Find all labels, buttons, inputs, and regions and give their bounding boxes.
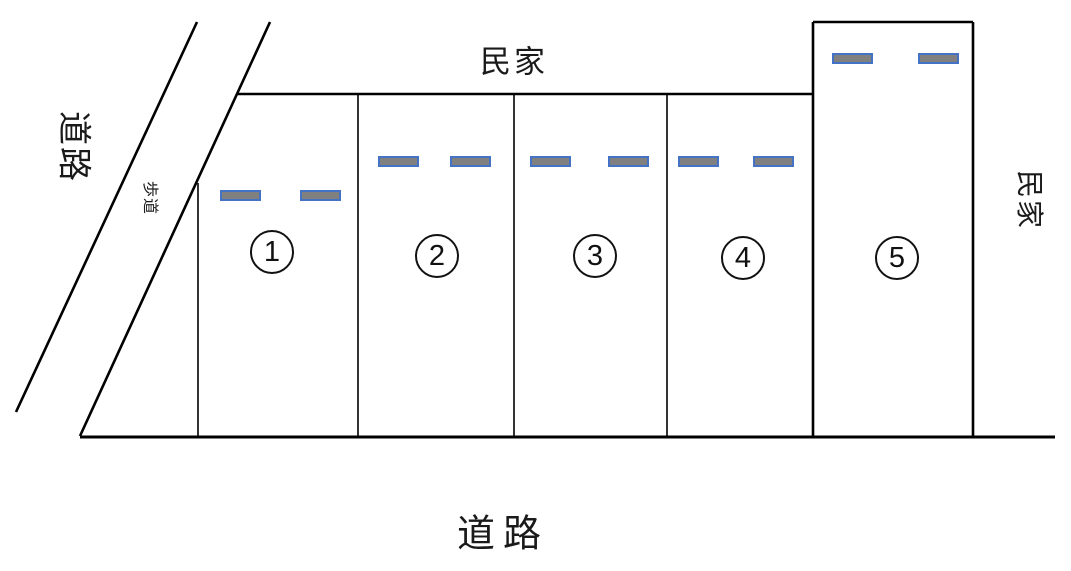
wheel-stop: [753, 156, 794, 167]
space-5-digit: 5: [888, 241, 906, 274]
space-2-number: 2: [415, 234, 459, 278]
wheel-stop: [530, 156, 571, 167]
wheel-stop: [450, 156, 491, 167]
road-left-label: 道路: [54, 111, 93, 183]
sidewalk-edge-line: [78, 21, 272, 437]
wheel-stop: [378, 156, 419, 167]
house-top-label: 民家: [480, 44, 548, 80]
space-5-number: 5: [875, 236, 919, 280]
space-2-digit: 2: [428, 239, 446, 272]
road-edge-line: [14, 21, 199, 413]
space-1-digit: 1: [263, 235, 281, 268]
sidewalk-label: 歩道: [141, 180, 158, 216]
house-right-label: 民家: [1014, 169, 1045, 231]
space-3-digit: 3: [586, 239, 604, 272]
space-4-digit: 4: [734, 241, 752, 274]
wheel-stop: [608, 156, 649, 167]
wheel-stop: [918, 53, 959, 64]
space-4-number: 4: [721, 236, 765, 280]
space-1-number: 1: [250, 230, 294, 274]
wheel-stop: [832, 53, 873, 64]
road-bottom-label: 道路: [456, 513, 550, 556]
wheel-stop: [220, 190, 261, 201]
wheel-stop: [300, 190, 341, 201]
wheel-stop: [678, 156, 719, 167]
space-3-number: 3: [573, 234, 617, 278]
